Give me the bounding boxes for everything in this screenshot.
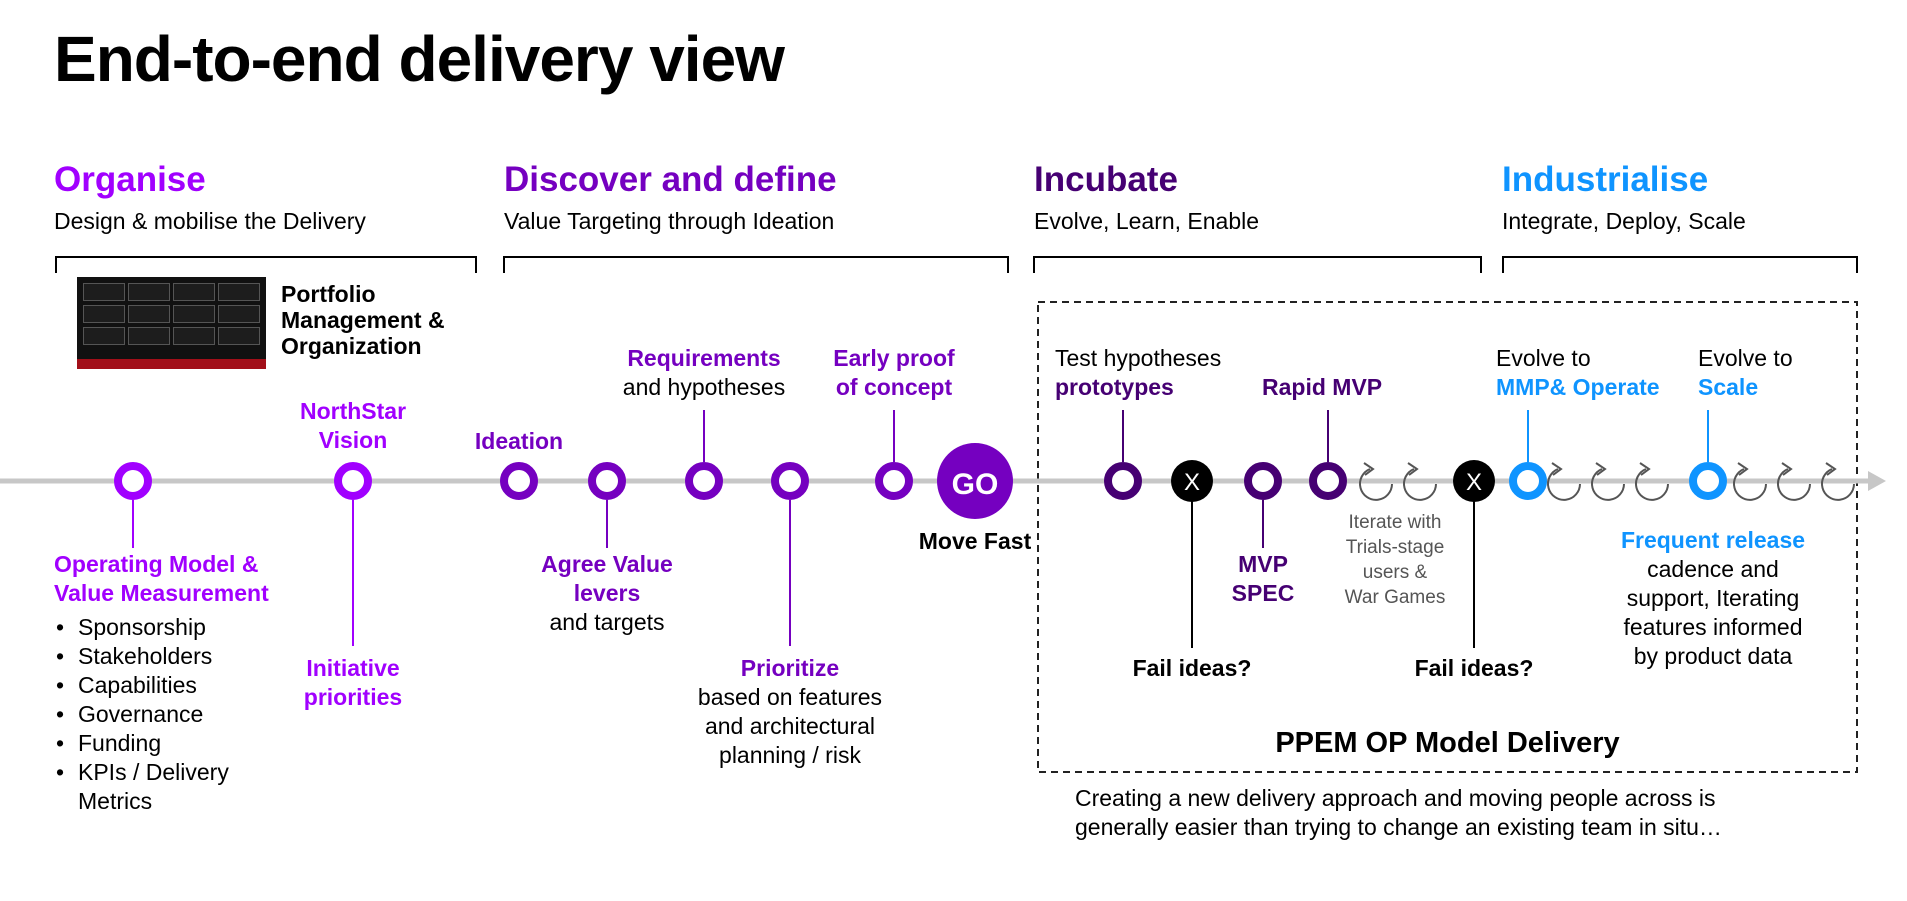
phase-subtitle-organise: Design & mobilise the Delivery: [54, 208, 366, 234]
page-title: End-to-end delivery view: [54, 23, 785, 95]
iteration-arrow-icon: [1595, 462, 1607, 476]
milestone-evolve-scale: [1689, 462, 1727, 500]
bracket-industrialise: [1502, 256, 1858, 273]
iteration-loop-icon: [1403, 468, 1437, 501]
ideation-label: Ideation: [474, 428, 564, 454]
iteration-loop-icon: [1777, 468, 1811, 501]
iteration-arrow-icon: [1407, 462, 1419, 476]
rapid-mvp-label: Rapid MVP: [1262, 374, 1383, 400]
milestone-early-proof: [875, 462, 913, 500]
evolve-scale-label: Evolve to Scale: [1698, 345, 1793, 400]
phase-subtitle-industrialise: Integrate, Deploy, Scale: [1502, 208, 1746, 234]
iteration-arrow-icon: [1639, 462, 1651, 476]
milestone-requirements: [685, 462, 723, 500]
phase-subtitle-incubate: Evolve, Learn, Enable: [1034, 208, 1260, 234]
iteration-arrow-icon: [1363, 462, 1375, 476]
fail-ideas-label-2: Fail ideas?: [1414, 655, 1534, 681]
prioritize-label: Prioritize based on features and archite…: [697, 655, 883, 768]
list-item: Governance: [54, 700, 229, 729]
iteration-arrow-icon: [1825, 462, 1837, 476]
list-item: Metrics: [78, 788, 153, 814]
milestone-prioritize: [771, 462, 809, 500]
phase-title-discover: Discover and define: [504, 160, 837, 199]
frequent-release-label: Frequent release cadence and support, It…: [1620, 527, 1806, 669]
phase-title-industrialise: Industrialise: [1502, 160, 1709, 199]
milestone-operating-model: [114, 462, 152, 500]
list-item: Stakeholders: [54, 642, 229, 671]
go-circle: [937, 443, 1013, 519]
fail-x-circle-1: [1171, 460, 1213, 502]
operating-model-label: Operating Model & Value Measurement: [54, 551, 269, 606]
fail-x-mark-2: X: [1466, 469, 1482, 496]
iterate-label: Iterate with Trials-stage users & War Ga…: [1344, 512, 1446, 608]
northstar-label: NorthStar Vision: [299, 398, 407, 453]
footnote: Creating a new delivery approach and mov…: [1075, 785, 1722, 840]
milestone-agree-value: [588, 462, 626, 500]
initiative-label: Initiative priorities: [303, 655, 403, 710]
phase-subtitle-discover: Value Targeting through Ideation: [504, 208, 835, 234]
milestone-mvp-spec: [1244, 462, 1282, 500]
test-hypotheses-label: Test hypotheses prototypes: [1055, 345, 1222, 400]
list-item: KPIs / Delivery: [54, 758, 229, 787]
milestone-ideation: [500, 462, 538, 500]
list-item: Capabilities: [54, 671, 229, 700]
list-item: Funding: [54, 729, 229, 758]
iteration-arrow-icon: [1781, 462, 1793, 476]
bracket-organise: [55, 256, 477, 273]
fail-ideas-label-1: Fail ideas?: [1132, 655, 1252, 681]
milestone-rapid-mvp: [1309, 462, 1347, 500]
list-item: Sponsorship: [54, 613, 229, 642]
delivery-box: [1037, 301, 1858, 773]
fail-x-mark-1: X: [1184, 469, 1200, 496]
phase-title-incubate: Incubate: [1034, 160, 1178, 199]
iteration-loop-icon: [1359, 468, 1393, 501]
iteration-loop-icon: [1733, 468, 1767, 501]
iteration-arrow-icon: [1551, 462, 1563, 476]
iteration-loop-icon: [1821, 468, 1855, 501]
bracket-incubate: [1033, 256, 1482, 273]
evolve-mmp-label: Evolve to MMP& Operate: [1496, 345, 1660, 400]
iteration-arrow-icon: [1737, 462, 1749, 476]
delivery-box-title: PPEM OP Model Delivery: [1275, 727, 1620, 759]
mvp-spec-label: MVP SPEC: [1231, 551, 1295, 606]
portfolio-thumbnail: [77, 277, 266, 369]
iteration-loop-icon: [1547, 468, 1581, 501]
go-label: GO: [952, 468, 999, 501]
milestone-evolve-mmp: [1509, 462, 1547, 500]
iteration-loop-icon: [1591, 468, 1625, 501]
fail-x-circle-2: [1453, 460, 1495, 502]
early-proof-label: Early proof of concept: [833, 345, 955, 400]
milestone-northstar: [334, 462, 372, 500]
organise-bullet-list: Sponsorship Stakeholders Capabilities Go…: [54, 613, 229, 816]
iteration-loop-icon: [1635, 468, 1669, 501]
agree-value-label: Agree Value levers and targets: [541, 551, 673, 635]
bracket-discover: [503, 256, 1009, 273]
requirements-label: Requirements and hypotheses: [622, 345, 786, 400]
portfolio-label: Portfolio Management & Organization: [281, 281, 445, 359]
milestone-test-hypotheses: [1104, 462, 1142, 500]
go-caption: Move Fast: [918, 528, 1032, 554]
timeline-arrowhead: [1868, 471, 1886, 491]
phase-title-organise: Organise: [54, 160, 206, 199]
